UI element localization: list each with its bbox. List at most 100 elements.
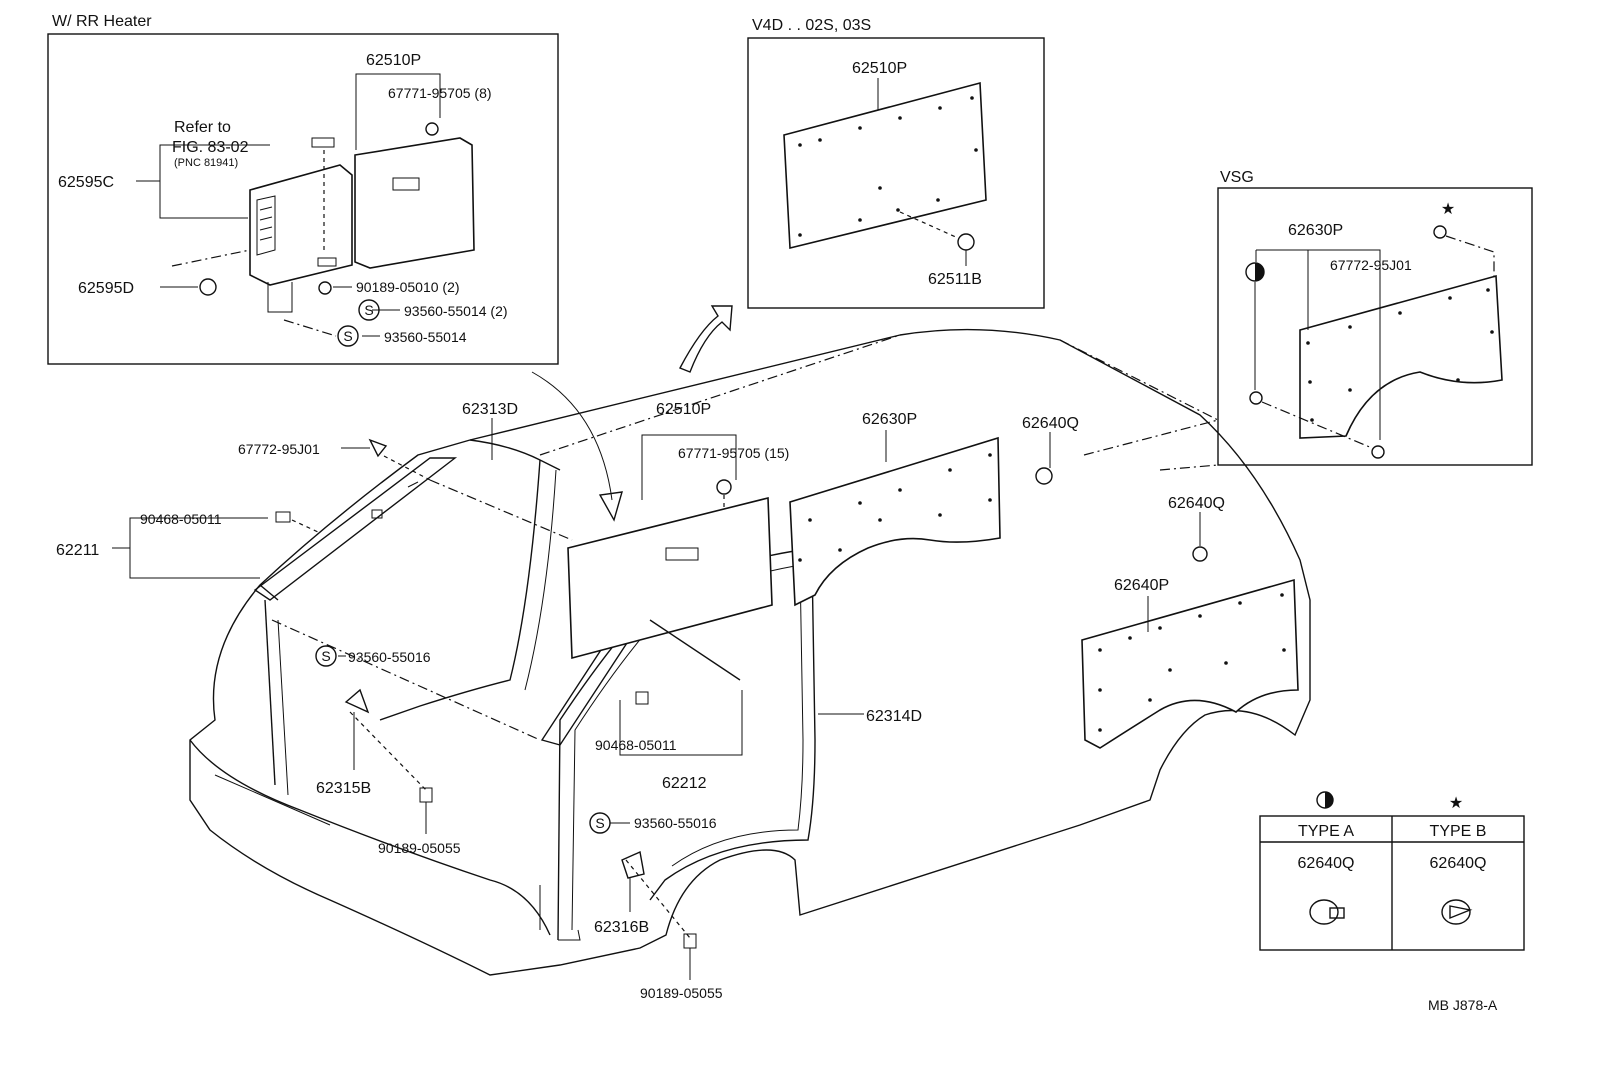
part-label: 62630P — [862, 411, 917, 428]
part-label: 62315B — [316, 780, 371, 797]
s-mark-icon — [315, 645, 337, 667]
rear-panel-62640P — [1081, 578, 1299, 749]
clip-62595D-icon — [199, 278, 217, 296]
screw-90189-icon — [419, 787, 433, 803]
part-label: 62510P — [366, 52, 421, 69]
part-label: 67772-95J01 — [1330, 257, 1412, 273]
part-label: 67771-95705 (15) — [678, 445, 789, 461]
part-label: 62595C — [58, 174, 114, 191]
s-mark-icon — [358, 299, 380, 321]
rear-heater-unit — [249, 164, 353, 286]
heater-side-panel-62510P — [567, 496, 773, 660]
panel-slot — [665, 547, 699, 561]
part-label: 90468-05011 — [595, 737, 677, 753]
bracket-62316B-icon — [621, 850, 645, 879]
part-label: 62630P — [1288, 222, 1343, 239]
inset-v4d-frame — [747, 37, 1045, 309]
type-b-part: 62640Q — [1430, 855, 1487, 872]
inset-rr-heater-frame — [47, 33, 559, 365]
part-label: 62640Q — [1168, 495, 1225, 512]
quarter-panel-62630P — [789, 436, 1001, 607]
inset-vsg-frame — [1217, 187, 1533, 466]
part-label: 67771-95705 (8) — [388, 85, 492, 101]
part-label: 93560-55016 — [348, 649, 431, 665]
clip-62511B-icon — [957, 233, 975, 251]
arrow-to-rr-heater — [531, 371, 613, 501]
part-label: 62511B — [928, 271, 982, 288]
part-label: 67772-95J01 — [238, 441, 320, 457]
part-label: 62212 — [662, 775, 707, 792]
clip-90468-icon — [635, 691, 649, 705]
clip-62640Q-icon — [1192, 546, 1208, 562]
inset-v4d: V4D . . 02S, 03S 62510P 62511B — [747, 17, 1045, 309]
rear-side-panel-vsg — [1299, 274, 1503, 439]
part-label: 90189-05010 (2) — [356, 279, 460, 295]
clip-90468-icon — [275, 511, 291, 523]
cover-slot — [392, 177, 420, 191]
type-a-header: TYPE A — [1298, 823, 1354, 840]
bracket-62315B-icon — [344, 688, 370, 714]
part-label: 62211 — [56, 542, 99, 559]
diagram-code: MB J878-A — [1428, 997, 1498, 1013]
part-label: 62510P — [656, 401, 711, 418]
note-label: (PNC 81941) — [174, 157, 238, 169]
type-b-marker-icon: ★ — [1441, 201, 1455, 218]
s-mark-icon — [337, 325, 359, 347]
clip-type-b-icon — [1371, 445, 1385, 459]
s-mark-icon — [589, 812, 611, 834]
windshield-frame — [379, 459, 541, 721]
part-label: 90189-05055 — [378, 840, 461, 856]
rear-side-panel-v4d — [783, 81, 987, 250]
part-label: 93560-55016 — [634, 815, 717, 831]
inset-v4d-title: V4D . . 02S, 03S — [752, 17, 871, 34]
type-b-clip-icon — [1441, 899, 1471, 925]
part-label: 90189-05055 — [640, 985, 723, 1001]
vehicle-body: S S 62313D 67772-95J01 62510P 67771-9570… — [56, 305, 1311, 1001]
part-label: 62595D — [78, 280, 134, 297]
note-label: FIG. 83-02 — [172, 139, 249, 156]
bumper-line — [189, 739, 551, 936]
front-pillar — [264, 599, 276, 786]
inset-vsg: VSG ★ 62630P 67772-95J01 — [1217, 169, 1533, 466]
pillar-garnish-62211 — [253, 457, 458, 601]
s-mark-text: S — [321, 648, 330, 664]
s-mark-text: S — [364, 302, 373, 318]
part-label: 62316B — [594, 919, 649, 936]
inset-vsg-title: VSG — [1220, 169, 1254, 186]
clip-62640Q-icon — [1035, 467, 1053, 485]
part-label: 90468-05011 — [140, 511, 222, 527]
clip-type-a-icon — [1249, 391, 1263, 405]
s-mark-text: S — [343, 328, 352, 344]
part-label: 62640P — [1114, 577, 1169, 594]
inset-rr-heater: W/ RR Heater S S 62510P 67771-95705 (8) — [47, 13, 559, 365]
arrow-to-v4d — [679, 305, 733, 373]
vehicle-outline — [189, 328, 1311, 976]
part-label: 93560-55014 (2) — [404, 303, 508, 319]
refer-part — [311, 137, 335, 148]
type-legend-table: ★ TYPE A TYPE B 62640Q 62640Q — [1259, 791, 1525, 951]
part-label: 62314D — [866, 708, 922, 725]
heater-grille — [256, 195, 276, 256]
clip-67771-inset-icon — [425, 122, 439, 136]
type-b-header: TYPE B — [1430, 823, 1487, 840]
part-label: 62510P — [852, 60, 907, 77]
type-a-clip-icon — [1309, 899, 1339, 925]
type-a-part: 62640Q — [1298, 855, 1355, 872]
screw-90189-icon — [683, 933, 697, 949]
s-mark-text: S — [595, 815, 604, 831]
type-b-marker-icon: ★ — [1449, 795, 1463, 812]
heater-bracket — [267, 282, 293, 313]
type-a-marker-fill — [1255, 263, 1264, 281]
part-label: 62640Q — [1022, 415, 1079, 432]
heater-cover-panel — [354, 137, 475, 269]
clip-type-b-icon — [1433, 225, 1447, 239]
inset-rr-heater-title: W/ RR Heater — [52, 13, 152, 30]
screw-90189-icon — [318, 281, 332, 295]
clip-67771-icon — [716, 479, 732, 495]
heater-slot — [317, 257, 337, 267]
part-label: 93560-55014 — [384, 329, 467, 345]
clip-67772-icon — [368, 438, 388, 458]
part-label: 62313D — [462, 401, 518, 418]
